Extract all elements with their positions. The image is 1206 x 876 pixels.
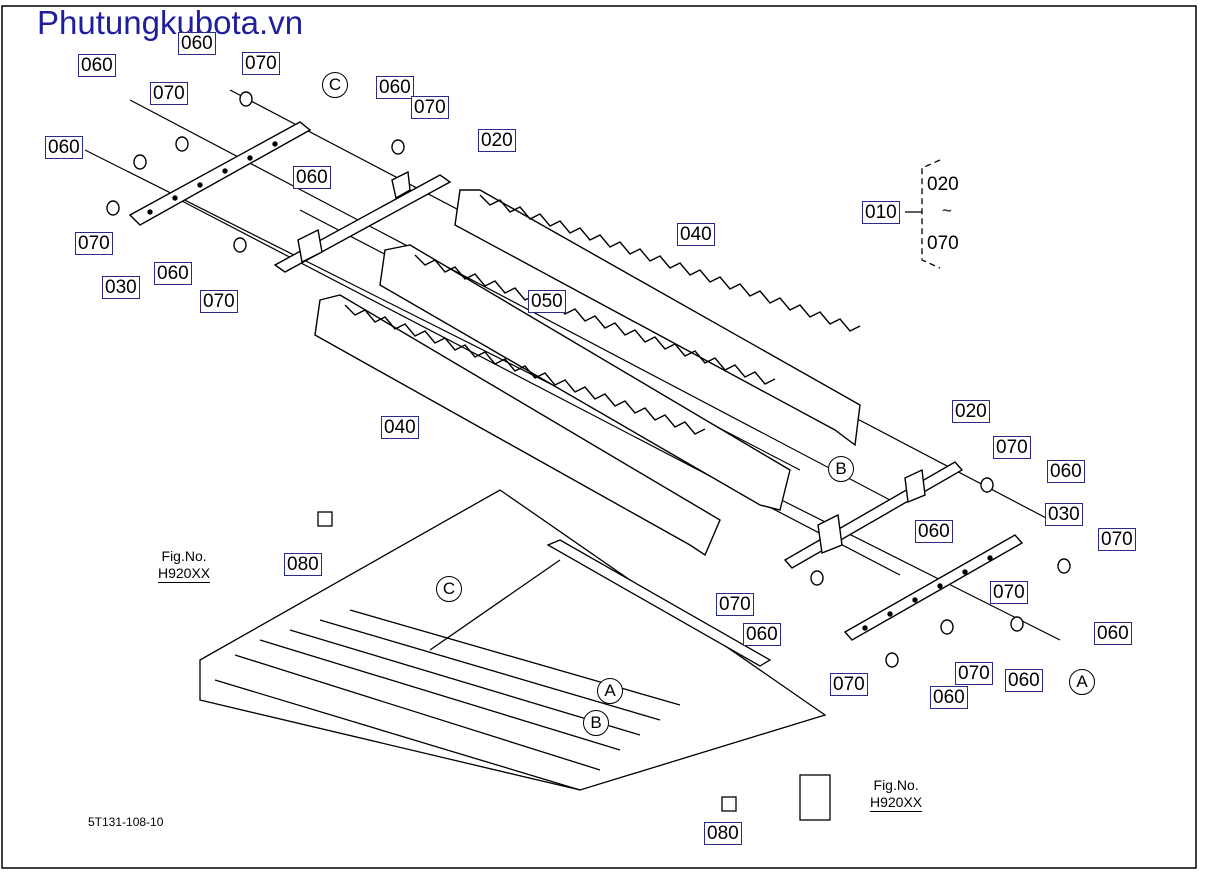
callout-050[interactable]: 050	[528, 290, 566, 313]
callout-070[interactable]: 070	[200, 290, 238, 313]
circle-ref-c[interactable]: C	[322, 72, 348, 98]
serrated-bar-040-lower	[314, 294, 721, 557]
watermark: Phutungkubota.vn	[37, 4, 304, 41]
circle-ref-a[interactable]: A	[597, 678, 623, 704]
figure-title: Fig.No.	[161, 548, 207, 564]
callout-010[interactable]: 010	[862, 201, 900, 224]
callout-040[interactable]: 040	[381, 416, 419, 439]
bracket-plate-030-left	[128, 121, 312, 226]
range-end: 070	[927, 233, 959, 254]
callout-070[interactable]: 070	[830, 673, 868, 696]
callout-070[interactable]: 070	[75, 232, 113, 255]
callout-070[interactable]: 070	[990, 581, 1028, 604]
callout-060[interactable]: 060	[743, 623, 781, 646]
figure-reference: Fig.No. H920XX	[158, 548, 211, 583]
callout-070[interactable]: 070	[242, 52, 280, 75]
bracket-plate-020-left	[273, 170, 452, 273]
callout-070[interactable]: 070	[993, 436, 1031, 459]
document-code: 5T131-108-10	[88, 815, 164, 829]
bracket-plate-020-right	[783, 461, 964, 569]
bracket-plate-030-right	[843, 534, 1024, 641]
figure-reference: Fig.No. H920XX	[870, 777, 923, 812]
callout-080[interactable]: 080	[284, 553, 322, 576]
callout-080[interactable]: 080	[704, 822, 742, 845]
range-tilde: ~	[942, 201, 952, 220]
circle-ref-b[interactable]: B	[828, 456, 854, 482]
range-brace	[905, 159, 941, 269]
callout-060[interactable]: 060	[178, 32, 216, 55]
serrated-bar-040-upper	[454, 189, 861, 447]
callout-020[interactable]: 020	[478, 129, 516, 152]
callout-070[interactable]: 070	[411, 96, 449, 119]
callout-060[interactable]: 060	[154, 262, 192, 285]
circle-ref-b[interactable]: B	[583, 710, 609, 736]
serrated-bar-050	[379, 244, 791, 511]
callout-060[interactable]: 060	[293, 166, 331, 189]
callout-060[interactable]: 060	[1005, 669, 1043, 692]
callout-020[interactable]: 020	[952, 400, 990, 423]
bolt-080	[317, 511, 737, 812]
callout-060[interactable]: 060	[915, 520, 953, 543]
platform-frame	[199, 489, 831, 821]
callout-070[interactable]: 070	[150, 82, 188, 105]
callout-070[interactable]: 070	[955, 662, 993, 685]
circle-ref-c[interactable]: C	[436, 576, 462, 602]
washer-group	[106, 91, 1071, 668]
figure-title: Fig.No.	[873, 777, 919, 793]
callout-070[interactable]: 070	[1098, 528, 1136, 551]
callout-060[interactable]: 060	[1047, 460, 1085, 483]
callout-070[interactable]: 070	[716, 593, 754, 616]
callout-060[interactable]: 060	[1094, 622, 1132, 645]
figure-ref-link[interactable]: H920XX	[158, 565, 211, 583]
callout-040[interactable]: 040	[677, 223, 715, 246]
callout-060[interactable]: 060	[78, 54, 116, 77]
figure-ref-link[interactable]: H920XX	[870, 794, 923, 812]
callout-030[interactable]: 030	[102, 276, 140, 299]
callout-060[interactable]: 060	[45, 136, 83, 159]
range-start: 020	[927, 174, 959, 195]
circle-ref-a[interactable]: A	[1069, 669, 1095, 695]
callout-060[interactable]: 060	[930, 686, 968, 709]
callout-060[interactable]: 060	[376, 76, 414, 99]
callout-030[interactable]: 030	[1045, 503, 1083, 526]
